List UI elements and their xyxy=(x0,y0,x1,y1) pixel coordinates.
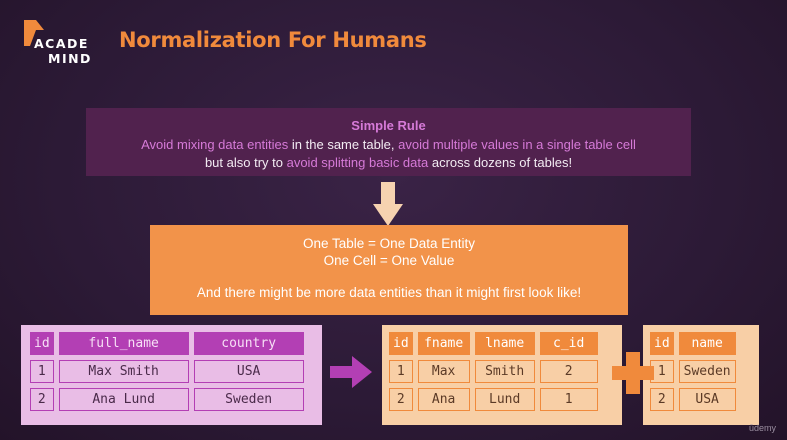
table-header-row: id fname lname c_id xyxy=(389,332,598,355)
original-table-panel: id full_name country 1 Max Smith USA 2 A… xyxy=(21,325,322,425)
cell-id: 2 xyxy=(30,388,54,411)
table-row: 2 Ana Lund 1 xyxy=(389,388,598,411)
cell-full-name: Max Smith xyxy=(58,360,189,383)
slide-title: Normalization For Humans xyxy=(119,28,427,52)
principle-one-table: One Table = One Data Entity xyxy=(303,236,475,251)
cell-id: 1 xyxy=(389,360,413,383)
countries-table: id name 1 Sweden 2 USA xyxy=(645,327,741,416)
table-row: 1 Max Smith 2 xyxy=(389,360,598,383)
header-c-id: c_id xyxy=(539,332,598,355)
rule-text-dozens: across dozens of tables! xyxy=(428,155,573,170)
original-table: id full_name country 1 Max Smith USA 2 A… xyxy=(25,327,309,416)
rule-highlight-splitting: avoid splitting basic data xyxy=(286,155,429,170)
cell-lname: Lund xyxy=(474,388,535,411)
cell-c-id: 2 xyxy=(539,360,598,383)
cell-id: 2 xyxy=(650,388,674,411)
principle-one-cell: One Cell = One Value xyxy=(323,253,455,268)
academind-logo: ACADE MIND xyxy=(22,18,102,68)
right-arrow-icon xyxy=(330,356,372,388)
rule-highlight-multiple-values: avoid multiple values in a single table … xyxy=(398,136,636,152)
rule-text-same-table: in the same table, xyxy=(288,136,399,152)
cell-id: 1 xyxy=(650,360,674,383)
cell-country: USA xyxy=(193,360,304,383)
cell-c-id: 1 xyxy=(539,388,598,411)
cell-lname: Smith xyxy=(474,360,535,383)
logo-mark-icon xyxy=(24,20,44,46)
header-id: id xyxy=(650,332,674,355)
header-id: id xyxy=(30,332,54,355)
table-row: 2 Ana Lund Sweden xyxy=(30,388,304,411)
header-name: name xyxy=(678,332,736,355)
cell-fname: Max xyxy=(417,360,470,383)
plus-icon xyxy=(612,352,654,394)
udemy-watermark: ūdemy xyxy=(749,423,777,433)
table-header-row: id full_name country xyxy=(30,332,304,355)
header-full-name: full_name xyxy=(58,332,189,355)
logo-line-2: MIND xyxy=(48,51,92,66)
down-arrow-icon xyxy=(373,182,403,226)
table-row: 1 Sweden xyxy=(650,360,736,383)
cell-name: USA xyxy=(678,388,736,411)
cell-name: Sweden xyxy=(678,360,736,383)
header-country: country xyxy=(193,332,304,355)
rule-text-but-also: but also try to xyxy=(204,155,287,170)
users-table: id fname lname c_id 1 Max Smith 2 2 Ana … xyxy=(384,327,603,416)
cell-country: Sweden xyxy=(193,388,304,411)
table-row: 1 Max Smith USA xyxy=(30,360,304,383)
principles-box: One Table = One Data Entity One Cell = O… xyxy=(150,225,628,315)
rule-heading: Simple Rule xyxy=(351,118,426,133)
cell-id: 2 xyxy=(389,388,413,411)
logo-line-1: ACADE xyxy=(34,36,89,51)
header-id: id xyxy=(389,332,413,355)
cell-fname: Ana xyxy=(417,388,470,411)
rule-highlight-mixing: Avoid mixing data entities xyxy=(141,136,289,152)
table-header-row: id name xyxy=(650,332,736,355)
header-fname: fname xyxy=(417,332,470,355)
cell-id: 1 xyxy=(30,360,54,383)
simple-rule-box: Simple Rule Avoid mixing data entities i… xyxy=(86,108,691,176)
principle-more-entities: And there might be more data entities th… xyxy=(196,285,582,300)
rule-line-1: Avoid mixing data entities in the same t… xyxy=(86,136,691,155)
cell-full-name: Ana Lund xyxy=(58,388,189,411)
countries-table-panel: id name 1 Sweden 2 USA xyxy=(643,325,759,425)
users-table-panel: id fname lname c_id 1 Max Smith 2 2 Ana … xyxy=(382,325,622,425)
header-lname: lname xyxy=(474,332,535,355)
rule-line-2: but also try to avoid splitting basic da… xyxy=(86,154,691,173)
table-row: 2 USA xyxy=(650,388,736,411)
